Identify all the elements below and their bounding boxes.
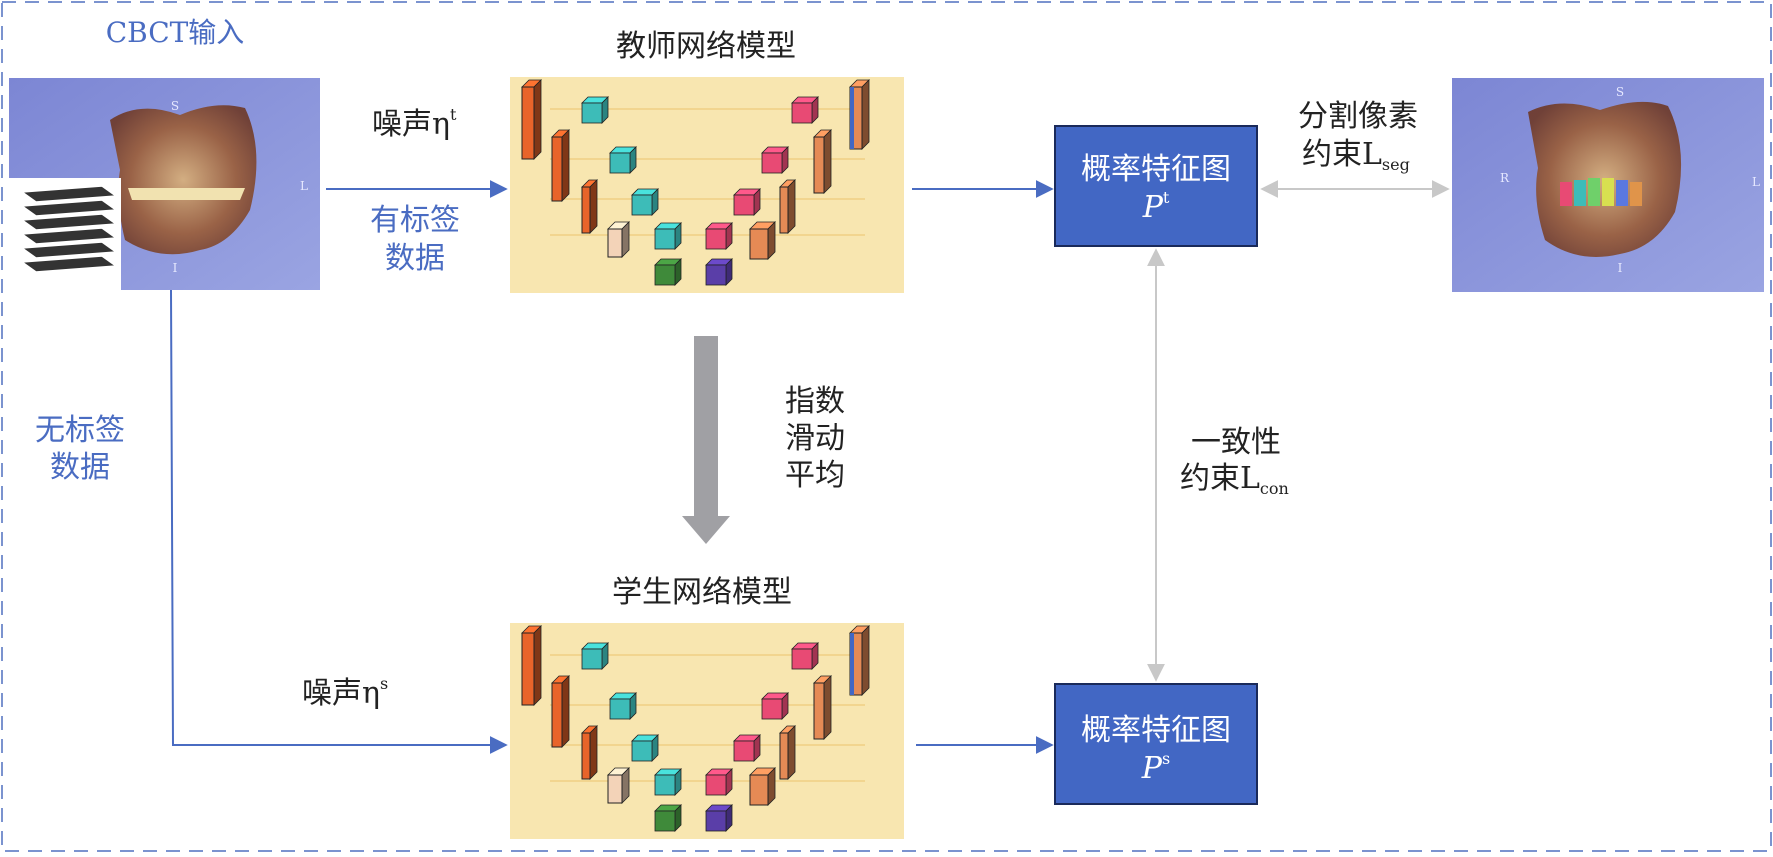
prob-map-student-symbol: Ps [1141, 749, 1170, 786]
con-loss-label-2: 约束Lcon [1180, 461, 1289, 498]
prob-map-teacher-symbol: Pt [1142, 188, 1170, 225]
seg-loss-label-2: 约束Lseg [1302, 137, 1410, 174]
labeled-data-label-2: 数据 [385, 241, 445, 276]
ema-arrow [682, 336, 730, 544]
slice-stack-icon [19, 185, 119, 273]
unlabeled-data-label-1: 无标签 [35, 413, 125, 448]
student-model-title: 学生网络模型 [612, 575, 792, 610]
ema-label-1: 指数 [785, 384, 845, 419]
svg-text:L: L [300, 179, 308, 193]
con-loss-label-1: 一致性 [1191, 425, 1281, 460]
ema-label-3: 平均 [785, 458, 845, 493]
prob-map-teacher-title: 概率特征图 [1081, 152, 1231, 187]
cbct-input-image: S L I [9, 78, 320, 290]
teacher-unet-panel [510, 77, 904, 293]
student-noise-label: 噪声ηs [302, 674, 388, 711]
svg-text:I: I [1618, 261, 1623, 275]
svg-text:S: S [171, 99, 179, 113]
teacher-noise-label: 噪声ηt [372, 105, 457, 142]
teacher-model-title: 教师网络模型 [616, 29, 796, 64]
svg-text:R: R [1500, 171, 1510, 185]
cbct-input-label: CBCT输入 [106, 16, 245, 49]
unet-background [510, 77, 904, 293]
segmentation-output-image: S R L I [1452, 78, 1764, 292]
prob-map-student-box: 概率特征图 Ps [1054, 683, 1258, 805]
input-to-student-arrow [170, 289, 508, 754]
unet-background [510, 623, 904, 839]
ema-label-2: 滑动 [785, 421, 845, 456]
student-unet-panel [510, 623, 904, 839]
svg-text:S: S [1616, 85, 1624, 99]
prob-map-teacher-box: 概率特征图 Pt [1054, 125, 1258, 247]
svg-text:L: L [1752, 175, 1760, 189]
unlabeled-data-label-2: 数据 [50, 450, 110, 485]
seg-loss-label-1: 分割像素 [1298, 99, 1418, 134]
labeled-data-label-1: 有标签 [370, 203, 460, 238]
svg-text:I: I [173, 261, 178, 275]
prob-map-student-title: 概率特征图 [1081, 713, 1231, 748]
